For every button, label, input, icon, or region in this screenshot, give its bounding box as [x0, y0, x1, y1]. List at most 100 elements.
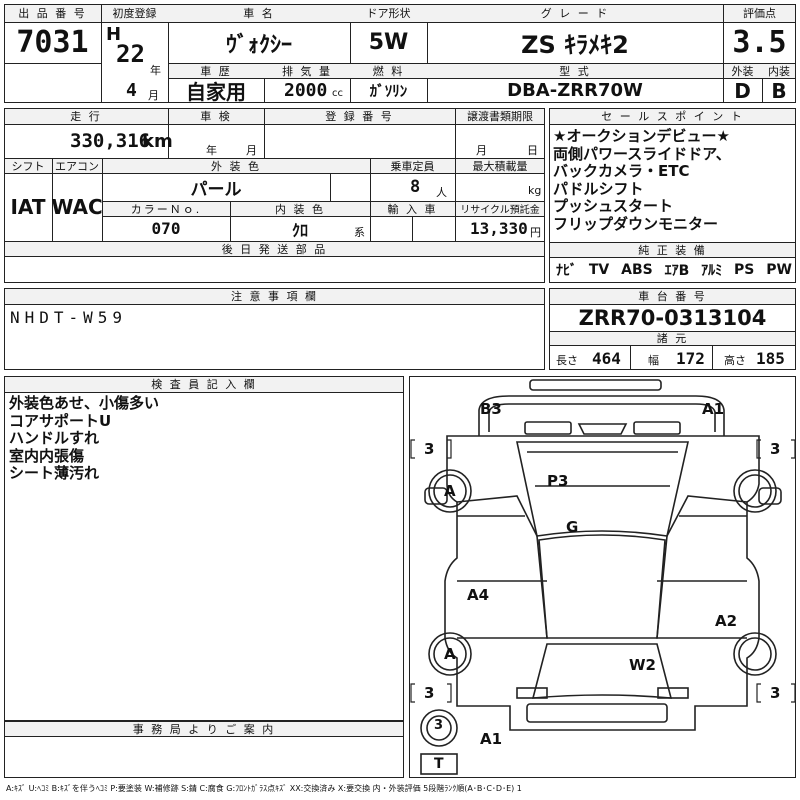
fuel: ｶﾞｿﾘﾝ [369, 82, 408, 100]
damage-mark-g: G [566, 518, 579, 536]
notes-block [4, 288, 545, 370]
inspection-month-unit: 月 [246, 144, 257, 157]
tire-mark-rear: A [444, 645, 456, 663]
capacity-unit: 人 [436, 186, 447, 199]
grade-header: グ レ ー ド [540, 7, 610, 20]
registration-header: 登 録 番 号 [325, 110, 394, 123]
inspector-note: 室内内張傷 [9, 446, 85, 465]
rear-right-tire [733, 632, 777, 676]
rear-left-tire [428, 632, 472, 676]
model-code-header: 型 式 [559, 64, 591, 78]
sales-point: 両側パワースライドドア、 [553, 144, 731, 163]
car-diagram [410, 379, 796, 775]
equipment-item: ｴｱB [664, 263, 690, 279]
inspector-note: コアサポートU [9, 411, 112, 430]
office-header: 事 務 局 よ り ご 案 内 [132, 722, 276, 736]
aircon-type: WAC [51, 195, 103, 219]
mileage-header: 走 行 [70, 110, 102, 123]
ext-color: パール [190, 179, 242, 200]
height-value: 185 [756, 348, 785, 368]
front-left-tire [428, 469, 472, 513]
mileage-unit: km [142, 130, 173, 152]
front-right-tire [733, 469, 777, 513]
tread-spare: 3 [434, 718, 444, 733]
sales-point: バックカメラ・ETC [553, 162, 690, 180]
lot-no-header: 出 品 番 号 [18, 7, 87, 20]
max-load-unit: kg [528, 184, 542, 197]
equipment-item: PW [766, 262, 792, 278]
tread-rear-right: 3 [770, 684, 781, 702]
spare-box [420, 753, 458, 775]
transfer-month-unit: 月 [476, 144, 487, 157]
capacity: 8 [410, 177, 421, 197]
shift-type: IAT [10, 195, 46, 219]
grade: ZS ｷﾗﾒｷ2 [521, 31, 629, 59]
notes-text: NHDT-W59 [10, 307, 128, 327]
car-name-header: 車 名 [243, 7, 275, 20]
equipment-item: ﾅﾋﾞ [556, 263, 577, 279]
capacity-header: 乗車定員 [390, 159, 435, 173]
later-parts-header: 後 日 発 送 部 品 [221, 242, 328, 256]
width-label: 幅 [648, 354, 659, 367]
inspection-year-unit: 年 [206, 144, 217, 157]
color-no: 070 [151, 219, 181, 238]
recycle-unit: 円 [530, 226, 541, 239]
tread-front-left: 3 [424, 440, 435, 458]
chassis-no: ZRR70-0313104 [578, 305, 767, 330]
displacement-unit: cc [332, 88, 343, 99]
interior-header: 内装 [768, 64, 790, 78]
reg-month-unit: 月 [148, 89, 159, 102]
equipment-item: ABS [621, 262, 653, 278]
notes-header: 注 意 事 項 欄 [231, 290, 318, 303]
history: 自家用 [186, 80, 246, 104]
inspector-note: シート薄汚れ [9, 464, 100, 482]
mileage: 330,316 [70, 130, 151, 152]
damage-mark-a1-front: A1 [702, 400, 725, 418]
recycle-amount: 13,330 [470, 219, 528, 238]
first-reg-header: 初度登録 [112, 7, 157, 20]
diagram-block [409, 376, 796, 778]
import-header: 輸 入 車 [387, 202, 438, 216]
score-header: 評価点 [743, 7, 776, 20]
equipment-item: PS [734, 262, 755, 278]
shift-header: シフト [11, 159, 45, 173]
spare-tire [420, 709, 458, 747]
recycle-header: リサイクル預託金 [460, 205, 540, 216]
score: 3.5 [732, 25, 787, 60]
lot-no: 7031 [16, 25, 89, 60]
displacement-header: 排 気 量 [282, 64, 332, 78]
front-nose [478, 395, 725, 436]
equipment-item: TV [588, 262, 610, 278]
inspector-header: 検 査 員 記 入 欄 [151, 378, 257, 391]
exterior-grade: D [734, 78, 751, 103]
roof [538, 534, 666, 639]
int-color: ｸﾛ [291, 220, 308, 240]
windshield [516, 441, 689, 537]
sales-point: ★オークションデビュー★ [553, 127, 730, 145]
equipment-list: ﾅﾋﾞ TV ABS ｴｱB ｱﾙﾐ PS PW [556, 259, 792, 281]
width-value: 172 [676, 348, 705, 368]
inspector-note: ハンドルすれ [9, 429, 100, 447]
reg-month: 4 [126, 79, 137, 101]
inspector-notes: 外装色あせ、小傷多い コアサポートU ハンドルすれ 室内内張傷 シート薄汚れ [9, 394, 159, 483]
length-label: 長さ [556, 354, 578, 367]
damage-mark-p3: P3 [547, 472, 569, 490]
sales-point: パドルシフト [553, 179, 644, 198]
height-label: 高さ [724, 354, 746, 367]
damage-mark-w2: W2 [629, 656, 656, 674]
ext-color-header: 外 装 色 [211, 159, 261, 173]
sales-point: フリップダウンモニター [553, 214, 719, 233]
damage-mark-a1-rear: A1 [480, 730, 503, 748]
specs-header: 諸 元 [656, 332, 689, 345]
reg-year: 22 [116, 40, 145, 68]
tread-rear-left: 3 [424, 684, 435, 702]
sales-points-header: セ ー ル ス ポ イ ン ト [601, 110, 744, 123]
model-code: DBA-ZRR70W [507, 80, 643, 101]
damage-mark-a2: A2 [715, 612, 738, 630]
rear-bumper [526, 703, 668, 723]
transfer-deadline-header: 譲渡書類期限 [467, 110, 533, 123]
displacement: 2000 [284, 80, 328, 101]
sales-point: プッシュスタート [553, 197, 674, 215]
sales-points-list: ★オークションデビュー★ 両側パワースライドドア、 バックカメラ・ETC パドル… [553, 127, 731, 233]
tread-front-right: 3 [770, 440, 781, 458]
